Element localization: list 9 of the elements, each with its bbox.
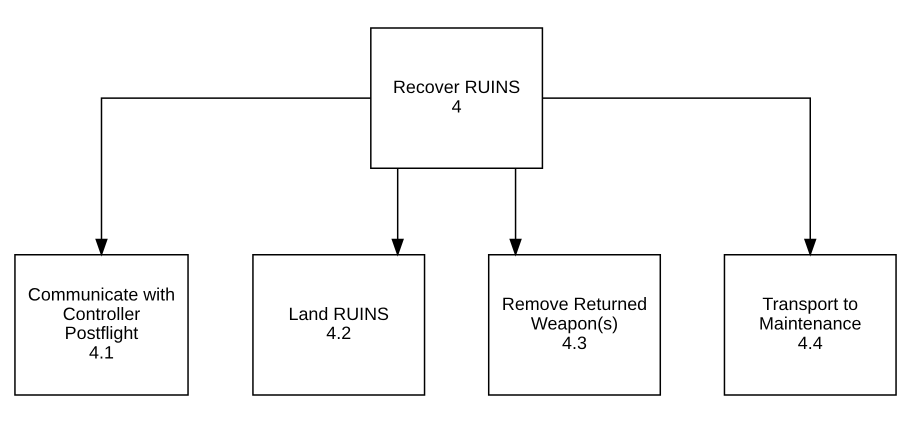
arrow: [95, 97, 371, 257]
arrow: [542, 97, 817, 257]
node-box: Remove Returned Weapon(s) 4.3: [488, 254, 662, 396]
arrow: [391, 168, 404, 257]
node-box: Transport to Maintenance 4.4: [724, 254, 897, 396]
arrow: [509, 168, 522, 257]
node-box: Communicate with Controller Postflight 4.1: [14, 254, 189, 396]
node-box: Recover RUINS 4: [370, 27, 544, 169]
node-box: Land RUINS 4.2: [252, 254, 426, 396]
